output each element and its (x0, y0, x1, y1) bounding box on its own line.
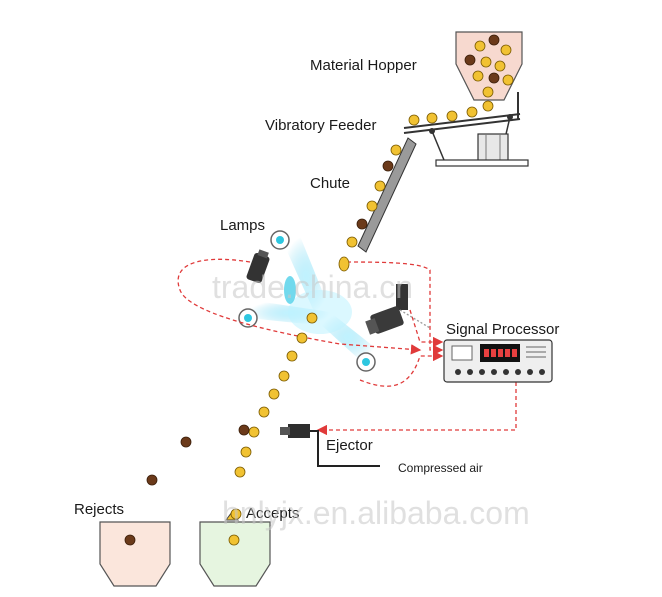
label-vibratory-feeder: Vibratory Feeder (265, 117, 376, 134)
signal-lines (177, 258, 517, 436)
label-ejector: Ejector (326, 437, 373, 454)
lamp-top (270, 230, 290, 250)
label-material-hopper: Material Hopper (310, 57, 417, 74)
label-chute: Chute (310, 175, 350, 192)
vibratory-feeder (403, 92, 529, 167)
label-signal-processor: Signal Processor (446, 321, 559, 338)
chute (357, 137, 417, 253)
label-lamps: Lamps (220, 217, 265, 234)
label-compressed-air: Compressed air (398, 461, 483, 475)
label-accepts: Accepts (246, 505, 299, 522)
camera-right (365, 284, 408, 335)
label-rejects: Rejects (74, 501, 124, 518)
ejector (280, 424, 380, 467)
watermark-alibaba: hnlyjx.en.alibaba.com (222, 495, 530, 531)
lamp-bottom (356, 352, 376, 372)
light-beams (248, 236, 378, 362)
rejects-bin (99, 521, 171, 587)
camera-left (246, 249, 270, 284)
signal-processor (443, 339, 553, 383)
beans (124, 34, 514, 546)
watermark-trade-china: trade.china.cn (212, 269, 413, 305)
